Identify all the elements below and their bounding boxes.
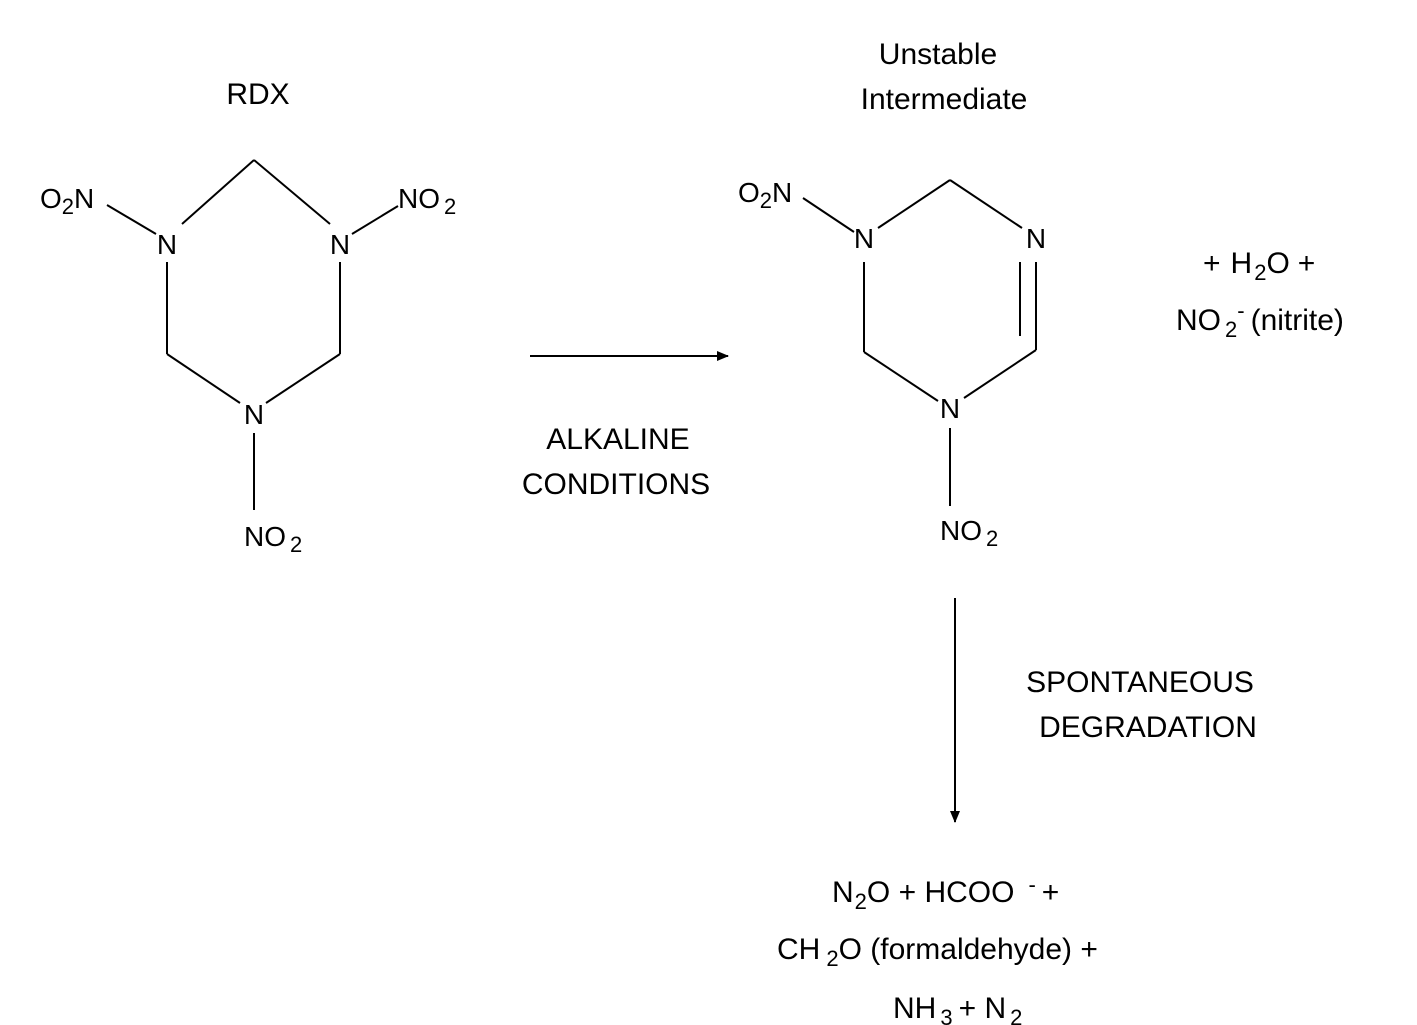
intermediate-bond xyxy=(802,197,855,233)
rdx-atom-n: N xyxy=(244,399,264,430)
rdx-bond xyxy=(265,353,341,404)
intermediate-bond xyxy=(963,349,1037,399)
byproducts-line1: +H2O+ xyxy=(1203,247,1315,285)
step1-label-line1: ALKALINE xyxy=(546,423,689,456)
rdx-bond xyxy=(253,159,331,225)
intermediate-bond xyxy=(863,351,939,402)
rdx-atom-n: N xyxy=(330,229,350,260)
rdx-title: RDX xyxy=(226,78,289,111)
intermediate-title-line1: Unstable xyxy=(879,38,997,71)
step2-label-line2: DEGRADATION xyxy=(1039,711,1257,744)
rdx-bond xyxy=(106,204,157,235)
intermediate-atom-n: N xyxy=(940,393,960,424)
intermediate-atom-n: N xyxy=(1026,223,1046,254)
rdx-nitro-left: O2N xyxy=(40,183,94,219)
rdx-atom-n: N xyxy=(157,229,177,260)
rdx-bond xyxy=(166,353,241,404)
step2-label-line1: SPONTANEOUS xyxy=(1026,666,1254,699)
rdx-bond xyxy=(351,205,399,235)
intermediate-bond xyxy=(877,179,951,229)
rdx-bond xyxy=(181,159,255,225)
intermediate-title-line2: Intermediate xyxy=(861,83,1028,116)
step1-label-line2: CONDITIONS xyxy=(522,468,710,501)
intermediate-bond xyxy=(949,179,1023,229)
intermediate-nitro-left: O2N xyxy=(738,177,792,213)
intermediate-atom-n: N xyxy=(854,223,874,254)
products-line1: N2O + HCOO-+ xyxy=(832,872,1059,914)
